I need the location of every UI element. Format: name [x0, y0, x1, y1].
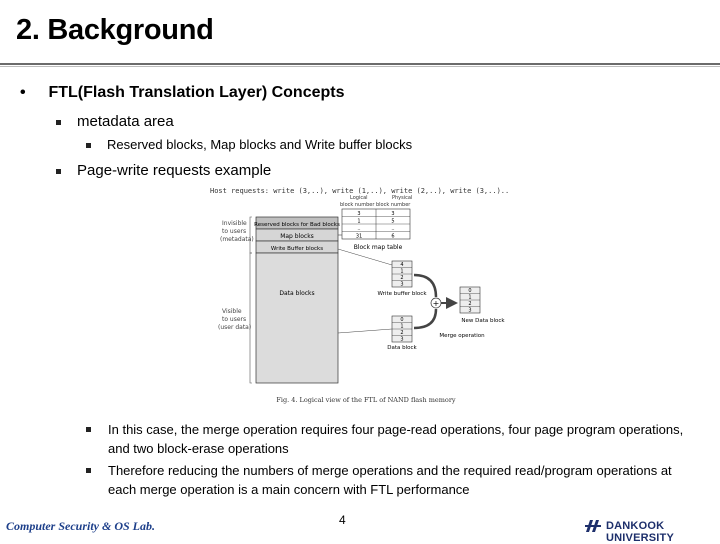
map-cell: ..	[391, 226, 395, 232]
bullet-merge-cost: In this case, the merge operation requir…	[86, 420, 696, 458]
map-cell: 5	[391, 219, 394, 225]
data-blocks	[255, 252, 339, 384]
merge-arrow-top	[413, 273, 438, 298]
university-logo: DANKOOK UNIVERSITY	[584, 518, 714, 544]
db-page: 3	[400, 337, 403, 343]
nd-page: 3	[468, 308, 471, 314]
square-bullet-icon	[56, 119, 61, 125]
figure-caption: Fig. 4. Logical view of the FTL of NAND …	[276, 396, 456, 404]
slide-title: 2. Background	[16, 14, 214, 46]
bullet-ftl-performance: Therefore reducing the numbers of merge …	[86, 461, 696, 499]
write-buffer-block-label: Write buffer block	[377, 291, 427, 297]
ftl-diagram: Host requests: write (3,..), write (1,..…	[210, 187, 509, 404]
merge-operation-label: Merge operation	[439, 333, 485, 339]
wb-page: 4	[400, 262, 403, 268]
map-blocks-label: Map blocks	[280, 233, 314, 240]
nd-page: 2	[468, 301, 471, 307]
bullet-dot-icon: •	[20, 84, 26, 101]
wb-page: 2	[400, 275, 403, 281]
map-cell: 1	[357, 219, 360, 225]
main-bullet: • FTL(Flash Translation Layer) Concepts	[20, 84, 345, 102]
reserved-blocks-label: Reserved blocks for Bad blocks	[254, 222, 340, 228]
lab-name: Computer Security & OS Lab.	[6, 519, 156, 533]
bullet-ftl-performance-text: Therefore reducing the numbers of merge …	[108, 463, 672, 497]
physical-col-label: Physical	[392, 195, 412, 201]
db-page: 0	[400, 317, 403, 323]
dankook-logo-icon	[585, 520, 601, 532]
sub-sub-bullet-blocks: Reserved blocks, Map blocks and Write bu…	[86, 137, 412, 152]
map-cell: 6	[391, 234, 394, 240]
data-block-label: Data block	[387, 345, 417, 351]
metadata-brace	[249, 216, 252, 254]
map-cell: 3	[357, 211, 360, 217]
title-divider-thin	[0, 66, 720, 67]
page-number: 4	[339, 513, 346, 527]
host-requests-text: Host requests: write (3,..), write (1,..…	[210, 187, 509, 195]
nd-page: 0	[468, 288, 471, 294]
square-bullet-icon	[86, 143, 91, 149]
main-bullet-text: FTL(Flash Translation Layer) Concepts	[48, 84, 345, 101]
block-map-table-label: Block map table	[354, 244, 403, 251]
title-divider	[0, 63, 720, 65]
map-cell: 31	[356, 234, 362, 240]
svg-text:+: +	[433, 299, 440, 308]
square-bullet-icon	[56, 168, 61, 174]
data-blocks-label: Data blocks	[279, 290, 314, 297]
db-page: 2	[400, 330, 403, 336]
new-data-block-label: New Data block	[461, 318, 505, 324]
write-buffer-blocks-label: Write Buffer blocks	[271, 246, 323, 252]
merge-arrow-bottom	[413, 308, 438, 330]
wb-page: 1	[400, 269, 403, 275]
sub-bullet-metadata: metadata area	[56, 113, 174, 130]
wb-page: 3	[400, 282, 403, 288]
university-name: DANKOOK UNIVERSITY	[606, 520, 675, 544]
db-page: 1	[400, 324, 403, 330]
square-bullet-icon	[86, 468, 91, 473]
bullet-merge-cost-text: In this case, the merge operation requir…	[108, 422, 684, 456]
block-number-label: block number block number	[340, 202, 411, 208]
sub-bullet-page-write: Page-write requests example	[56, 162, 271, 179]
userdata-brace	[249, 252, 252, 384]
map-cell: ..	[357, 226, 361, 232]
logical-col-label: Logical	[350, 195, 368, 201]
square-bullet-icon	[86, 427, 91, 432]
sub-bullet-page-write-text: Page-write requests example	[77, 162, 272, 179]
sub-sub-bullet-blocks-text: Reserved blocks, Map blocks and Write bu…	[107, 137, 413, 152]
map-cell: 3	[391, 211, 394, 217]
ftl-logical-view-figure: Host requests: write (3,..), write (1,..…	[208, 183, 524, 408]
sub-bullet-metadata-text: metadata area	[77, 113, 174, 130]
nd-page: 1	[468, 295, 471, 301]
